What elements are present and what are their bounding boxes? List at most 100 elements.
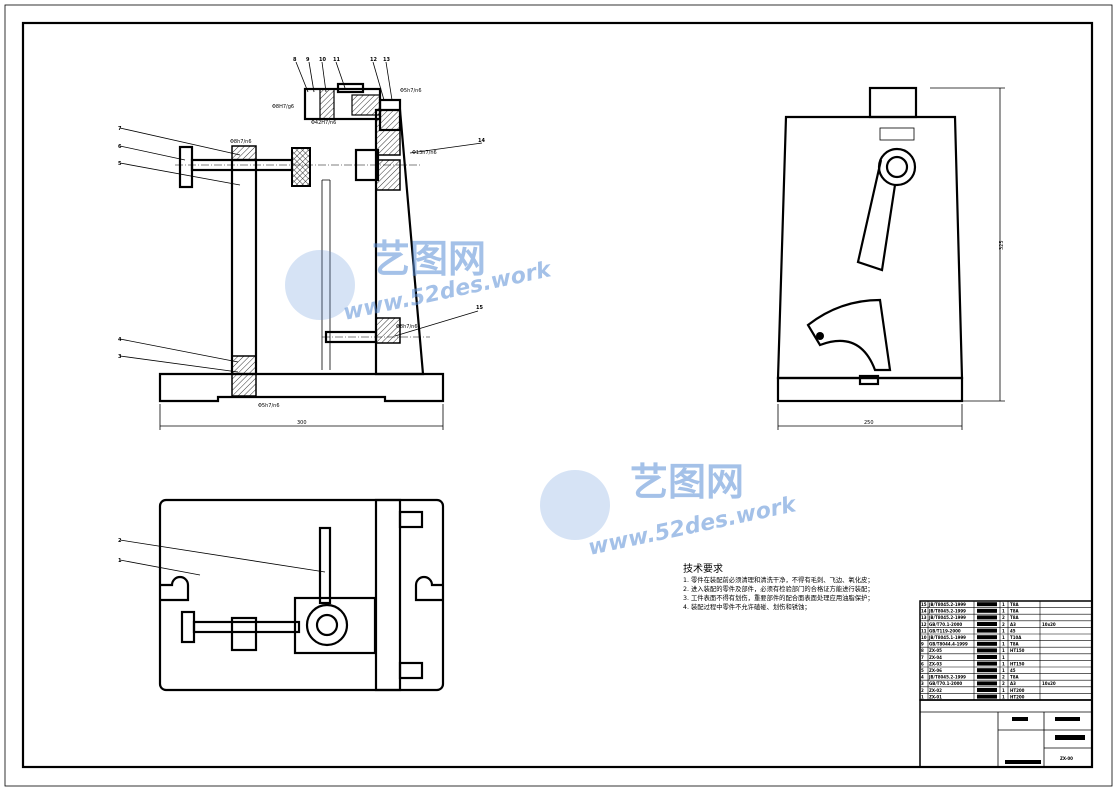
bom-cell-code: GB/T70.1-2000 — [929, 681, 962, 686]
bom-cell-mat: HT200 — [1010, 688, 1025, 693]
bom-cell-qty: 1 — [1002, 655, 1005, 660]
bom-name-redacted — [977, 622, 997, 626]
bom-cell-no: 4 — [921, 675, 924, 680]
bom-cell-no: 15 — [921, 602, 927, 607]
part-label-12: 12 — [370, 57, 377, 63]
part-label-4: 4 — [118, 337, 122, 343]
bom-cell-qty: 1 — [1002, 661, 1005, 666]
tech-req-item: 3. 工件表面不得有划伤，重要部件的配合面表面处理应用油脂保护； — [683, 593, 874, 602]
part-leaders — [119, 61, 483, 373]
bom-cell-mat: HT200 — [1010, 694, 1025, 699]
bom-cell-no: 11 — [921, 628, 927, 633]
bom-cell-code: ZX-05 — [929, 648, 942, 653]
part-label-10: 10 — [319, 57, 326, 63]
bom-cell-qty: 2 — [1002, 681, 1005, 686]
bom-cell-note: 10x20 — [1042, 681, 1056, 686]
part-label-15: 15 — [476, 305, 483, 311]
top-part-label-1: 1 — [118, 558, 122, 564]
bom-cell-qty: 1 — [1002, 635, 1005, 640]
fit-label: Φ8H7/g6 — [272, 104, 294, 110]
bom-cell-code: ZX-01 — [929, 694, 942, 699]
technical-requirements: 技术要求 1. 零件在装配前必须清理和清洗干净，不得有毛刺、飞边、氧化皮； 2.… — [683, 562, 874, 611]
part-label-13: 13 — [383, 57, 390, 63]
front-view: 7 6 5 4 3 8 9 10 11 12 13 14 15 Φ8h7/n6 … — [118, 57, 485, 430]
bom-cell-code: JB/T8045.2-1999 — [928, 602, 966, 607]
bom-cell-mat: A3 — [1010, 622, 1016, 627]
part-label-6: 6 — [118, 144, 122, 150]
bom-cell-mat: HT150 — [1010, 661, 1025, 666]
bom-name-redacted — [977, 648, 997, 653]
bom-cell-code: GB/T119-2000 — [929, 628, 961, 633]
bom-cell-qty: 2 — [1002, 622, 1005, 627]
fit-label: Φ8h7/n6 — [230, 139, 252, 145]
bom-name-redacted — [977, 674, 997, 679]
bom-cell-code: ZX-04 — [929, 655, 942, 660]
bom-cell-note: 10x20 — [1042, 622, 1056, 627]
bom-cell-mat: T8A — [1010, 675, 1020, 680]
bom-cell-code: ZX-02 — [929, 688, 942, 693]
bom-name-redacted — [977, 655, 997, 659]
top-part-label-2: 2 — [118, 538, 122, 544]
bom-cell-qty: 2 — [1002, 615, 1005, 620]
bom-cell-code: ZX-03 — [929, 661, 942, 666]
watermark-brand: 艺图网 — [372, 237, 486, 281]
fit-label: Φ42H7/n6 — [311, 120, 336, 126]
fit-label: Φ8h7/n6 — [396, 324, 418, 330]
watermark: 艺图网 www.52des.work 艺图网 www.52des.work — [285, 237, 800, 561]
bom-cell-no: 2 — [921, 688, 924, 693]
bom-cell-mat: T8A — [1010, 642, 1020, 647]
tech-req-item: 4. 装配过程中零件不允许磕碰、划伤和锈蚀； — [683, 602, 811, 611]
title-block: ZX-00 — [919, 699, 1093, 768]
part-label-3: 3 — [118, 354, 122, 360]
bom-cell-mat: A3 — [1010, 681, 1016, 686]
bom-cell-no: 9 — [921, 642, 924, 647]
tech-req-item: 1. 零件在装配前必须清理和清洗干净，不得有毛刺、飞边、氧化皮； — [683, 575, 874, 584]
bom-cell-code: GB/T70.1-2000 — [929, 622, 962, 627]
bom-name-redacted — [977, 615, 997, 620]
part-label-9: 9 — [306, 57, 310, 63]
drawing-number: ZX-00 — [1060, 756, 1073, 761]
bom-cell-no: 8 — [921, 648, 924, 653]
height-dimension: 325 — [999, 240, 1005, 250]
bom-name-redacted — [977, 641, 997, 646]
bom-cell-no: 12 — [921, 622, 927, 627]
bom-name-redacted — [977, 688, 997, 692]
bom-cell-qty: 1 — [1002, 688, 1005, 693]
bom-cell-mat: T8A — [1010, 602, 1020, 607]
bom-name-redacted — [977, 635, 997, 640]
bom-cell-mat: HT150 — [1010, 648, 1025, 653]
bom-name-redacted — [977, 668, 997, 673]
bom-cell-code: JB/T8045.2-1999 — [928, 675, 966, 680]
top-view: 2 1 — [118, 498, 445, 692]
bom-cell-code: JB/T8045.2-1999 — [928, 609, 966, 614]
part-label-11: 11 — [333, 57, 340, 63]
part-label-14: 14 — [478, 138, 485, 144]
tech-req-item: 2. 进入装配的零件及部件，必须有检验部门的合格证方能进行装配； — [683, 584, 874, 593]
bom-name-redacted — [977, 628, 997, 633]
bom-cell-no: 14 — [921, 609, 927, 614]
bom-cell-no: 3 — [921, 681, 924, 686]
bom-cell-qty: 1 — [1002, 642, 1005, 647]
tech-req-title: 技术要求 — [683, 562, 723, 575]
bom-cell-code: ZX-06 — [929, 668, 942, 673]
fit-label: Φ5h7/n6 — [258, 403, 280, 409]
bom-cell-no: 10 — [921, 635, 927, 640]
fit-label: Φ13h7/n6 — [412, 150, 437, 156]
watermark-brand: 艺图网 — [630, 460, 744, 504]
outer-border — [4, 4, 1113, 787]
bom-cell-mat: T10A — [1010, 635, 1022, 640]
side-view: 325 250 — [776, 86, 1005, 430]
bom-name-redacted — [977, 681, 997, 686]
bom-name-redacted — [977, 602, 997, 607]
bom-cell-no: 7 — [921, 655, 924, 660]
fit-label: Φ5h7/n6 — [400, 88, 422, 94]
bom-cell-code: GB/T8044.4-1999 — [929, 642, 968, 647]
bom-name-redacted — [977, 608, 997, 613]
bom-cell-qty: 1 — [1002, 694, 1005, 699]
part-label-8: 8 — [293, 57, 297, 63]
bom-cell-mat: T8A — [1010, 609, 1020, 614]
bom-cell-qty: 2 — [1002, 675, 1005, 680]
side-width-dimension: 250 — [864, 420, 874, 426]
